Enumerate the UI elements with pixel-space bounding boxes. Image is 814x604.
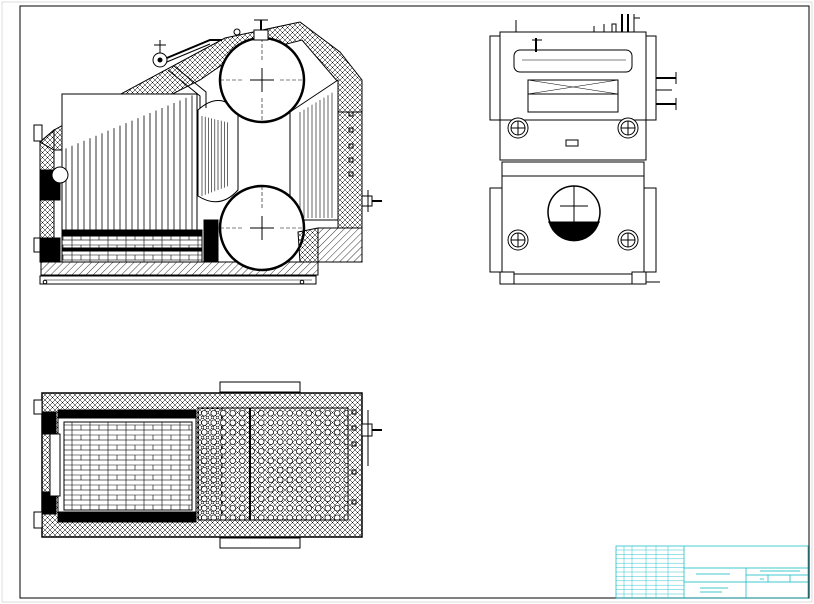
front-lower-manhole-left [507,229,529,251]
front-small-hatch [565,139,579,147]
plan-right-nozzle [361,410,382,466]
title-block-grid [616,546,684,598]
left-door-upper [33,124,43,142]
plan-right-marks [351,409,357,505]
lower-drum-support-left [203,219,219,263]
plan-grate-bricks [63,421,193,511]
plan-top-flange [219,381,301,393]
furnace-tubes [65,95,193,230]
front-top-fittings [515,14,640,52]
upper-drum [218,36,306,124]
front-upper-manhole-left [507,117,529,139]
front-upper-manhole-right [617,117,639,139]
steam-pipe [152,39,222,108]
grate-black-bar [61,229,203,237]
plan-bottom-flange [219,537,301,549]
right-nozzle [361,190,382,212]
burner-block-lower [39,237,61,263]
plan-section-view [33,381,382,549]
furnace-tube-bank [61,93,198,231]
front-upper-panel [513,49,633,73]
convective-tube-bundle [197,79,339,221]
front-lower-drum [547,185,601,242]
front-view [489,14,677,285]
right-wall-marks [348,111,354,177]
front-base [511,273,635,285]
base-frame [39,275,317,285]
side-section-view [33,19,382,285]
burner-port [51,166,69,184]
title-block [615,545,809,599]
plan-tube-field [197,407,349,521]
front-lower-manhole-right [617,229,639,251]
lower-drum [218,184,306,272]
front-right-nozzles [656,72,677,110]
right-wall-insulation [337,111,363,229]
sheet-frame [19,5,810,599]
upper-drum-nozzle [233,19,269,41]
